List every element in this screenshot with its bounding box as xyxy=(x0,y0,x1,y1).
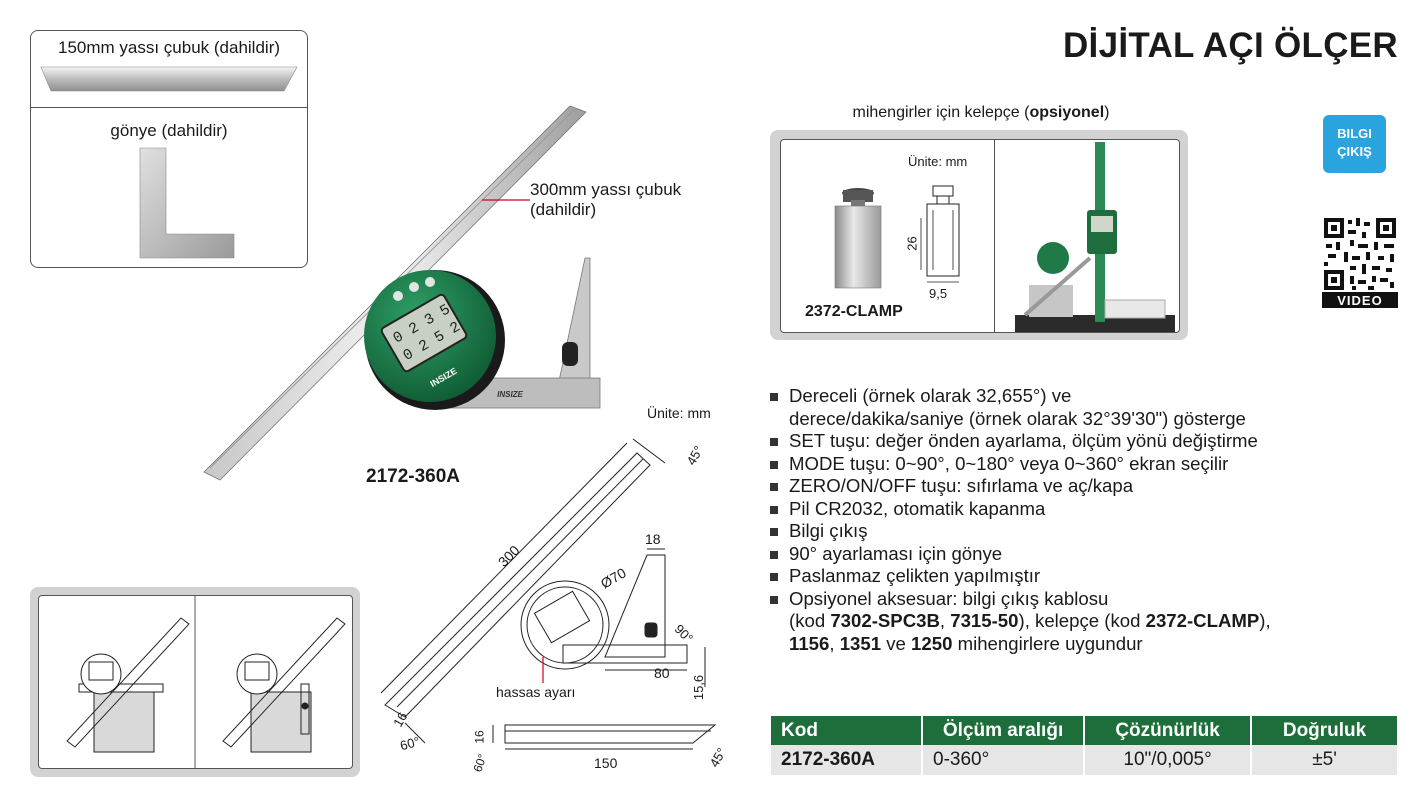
feature-text: (kod xyxy=(789,610,831,631)
video-label: VIDEO xyxy=(1337,293,1382,308)
divider xyxy=(31,107,307,108)
feature-text: ), kelepçe (kod xyxy=(1018,610,1146,631)
feature-item: Bilgi çıkış xyxy=(770,520,1390,543)
spec-header-resolution: Çözünürlük xyxy=(1084,716,1253,745)
svg-text:INSIZE: INSIZE xyxy=(497,390,523,399)
feature-code: 2372-CLAMP xyxy=(1145,610,1260,631)
spec-cell-accuracy: ±5' xyxy=(1251,745,1397,775)
clamp-box-separator xyxy=(994,140,995,332)
dim-15-6: 15,6 xyxy=(691,674,707,701)
spec-table-header-row: Kod Ölçüm aralığı Çözünürlük Doğruluk xyxy=(771,716,1397,745)
spec-header-range: Ölçüm aralığı xyxy=(922,716,1086,745)
data-output-badge-line2: ÇIKIŞ xyxy=(1337,144,1372,159)
feature-item: Pil CR2032, otomatik kapanma xyxy=(770,498,1390,521)
data-output-badge-line1: BILGI xyxy=(1337,126,1372,141)
bullet-icon xyxy=(770,460,778,469)
bullet-icon xyxy=(770,595,778,604)
included-accessories-box: 150mm yassı çubuk (dahildir) gönye (dahi… xyxy=(30,30,308,268)
bullet-icon xyxy=(770,550,778,559)
bullet-icon xyxy=(770,438,778,446)
clamp-drawing xyxy=(834,185,960,289)
feature-text: MODE tuşu: 0~90°, 0~180° veya 0~360° ekr… xyxy=(789,452,1229,474)
bullet-icon xyxy=(770,528,778,536)
clamp-box-inner: Ünite: mm 26 9,5 2372-CLAMP xyxy=(780,139,1180,333)
drawing-unit-label: Ünite: mm xyxy=(647,405,711,421)
spec-cell-resolution: 10"/0,005° xyxy=(1084,745,1253,775)
square-image xyxy=(139,147,235,259)
feature-item: 90° ayarlaması için gönye xyxy=(770,543,1390,566)
bar-dim-16: 16 xyxy=(472,730,487,744)
feature-text: , xyxy=(939,610,951,631)
clamp-usage-photo xyxy=(1015,142,1175,332)
spec-cell-range: 0-360° xyxy=(922,745,1086,775)
technical-drawing xyxy=(380,438,717,750)
dim-18: 18 xyxy=(645,531,661,547)
fine-adjust-label: hassas ayarı xyxy=(496,684,576,700)
feature-item: Paslanmaz çelikten yapılmıştır xyxy=(770,565,1390,588)
bar-300-label-line1: 300mm yassı çubuk xyxy=(530,180,682,199)
feature-item: (kod 7302-SPC3B, 7315-50), kelepçe (kod … xyxy=(770,610,1390,633)
clamp-model-label: 2372-CLAMP xyxy=(805,303,903,320)
flat-bar-150-image xyxy=(40,66,298,92)
feature-item: derece/dakika/saniye (örnek olarak 32°39… xyxy=(770,408,1390,431)
feature-text: ve xyxy=(881,632,912,654)
spec-header-code: Kod xyxy=(771,716,923,745)
feature-code: 7315-50 xyxy=(950,610,1019,631)
product-photo: INSIZE 0 2 3 5 0 2 5 2 INSIZE xyxy=(203,105,601,481)
bar-300-label: 300mm yassı çubuk (dahildir) xyxy=(530,180,681,220)
feature-text: Bilgi çıkış xyxy=(789,520,868,541)
usage-illustration-inner xyxy=(38,595,353,769)
usage-illustration xyxy=(66,596,346,768)
spec-header-accuracy: Doğruluk xyxy=(1251,716,1397,745)
video-qr-code[interactable]: VIDEO xyxy=(1322,216,1398,308)
product-model-label: 2172-360A xyxy=(366,466,461,487)
data-output-badge: BILGI ÇIKIŞ xyxy=(1323,115,1386,173)
bar-300-label-line2: (dahildir) xyxy=(530,200,597,219)
clamp-caption-suffix: ) xyxy=(1104,104,1110,121)
feature-item: 1156, 1351 ve 1250 mihengirlere uygundur xyxy=(770,633,1390,656)
clamp-caption-optional: opsiyonel xyxy=(1029,104,1105,121)
spec-table: Kod Ölçüm aralığı Çözünürlük Doğruluk 21… xyxy=(771,716,1397,775)
feature-code: 1351 xyxy=(839,632,882,654)
clamp-box: Ünite: mm 26 9,5 2372-CLAMP xyxy=(770,130,1188,340)
feature-text: ZERO/ON/OFF tuşu: sıfırlama ve aç/kapa xyxy=(789,475,1134,496)
feature-text: ), xyxy=(1259,610,1271,631)
bar-dim-150: 150 xyxy=(594,755,618,771)
feature-text: derece/dakika/saniye (örnek olarak 32°39… xyxy=(789,407,1246,429)
bullet-icon xyxy=(770,393,778,401)
dim-80: 80 xyxy=(654,665,670,681)
feature-text: Dereceli (örnek olarak 32,655°) ve xyxy=(789,385,1072,406)
feature-text: Pil CR2032, otomatik kapanma xyxy=(789,497,1046,519)
feature-item: Opsiyonel aksesuar: bilgi çıkış kablosu xyxy=(770,588,1390,611)
feature-text: mihengirlere uygundur xyxy=(952,632,1143,654)
spec-cell-code: 2172-360A xyxy=(771,745,923,775)
feature-item: MODE tuşu: 0~90°, 0~180° veya 0~360° ekr… xyxy=(770,453,1390,476)
feature-item: SET tuşu: değer önden ayarlama, ölçüm yö… xyxy=(770,430,1390,453)
clamp-unit-label: Ünite: mm xyxy=(908,154,968,169)
feature-text: , xyxy=(829,632,840,654)
bullet-icon xyxy=(770,573,778,581)
page-title: DİJİTAL AÇI ÖLÇER xyxy=(1062,26,1398,65)
feature-text: Paslanmaz çelikten yapılmıştır xyxy=(789,565,1041,586)
feature-code: 1156 xyxy=(789,632,830,654)
clamp-caption-prefix: mihengirler için kelepçe ( xyxy=(852,104,1030,121)
feature-code: 1250 xyxy=(911,632,953,654)
feature-code: 7302-SPC3B xyxy=(830,610,940,631)
feature-item: Dereceli (örnek olarak 32,655°) ve xyxy=(770,385,1390,408)
feature-item: ZERO/ON/OFF tuşu: sıfırlama ve aç/kapa xyxy=(770,475,1390,498)
table-row: 2172-360A 0-360° 10"/0,005° ±5' xyxy=(771,745,1397,775)
square-label: gönye (dahildir) xyxy=(110,121,228,140)
usage-illustration-box xyxy=(30,587,360,777)
bullet-icon xyxy=(770,483,778,491)
clamp-dim-height: 26 xyxy=(904,236,920,251)
flat-bar-150-label: 150mm yassı çubuk (dahildir) xyxy=(57,38,281,57)
clamp-dim-width: 9,5 xyxy=(929,286,948,301)
feature-text: Opsiyonel aksesuar: bilgi çıkış kablosu xyxy=(789,587,1109,609)
feature-text: 90° ayarlaması için gönye xyxy=(789,542,1003,564)
feature-text: SET tuşu: değer önden ayarlama, ölçüm yö… xyxy=(789,430,1258,451)
bullet-icon xyxy=(770,505,778,514)
clamp-caption: mihengirler için kelepçe (opsiyonel) xyxy=(768,104,1194,122)
